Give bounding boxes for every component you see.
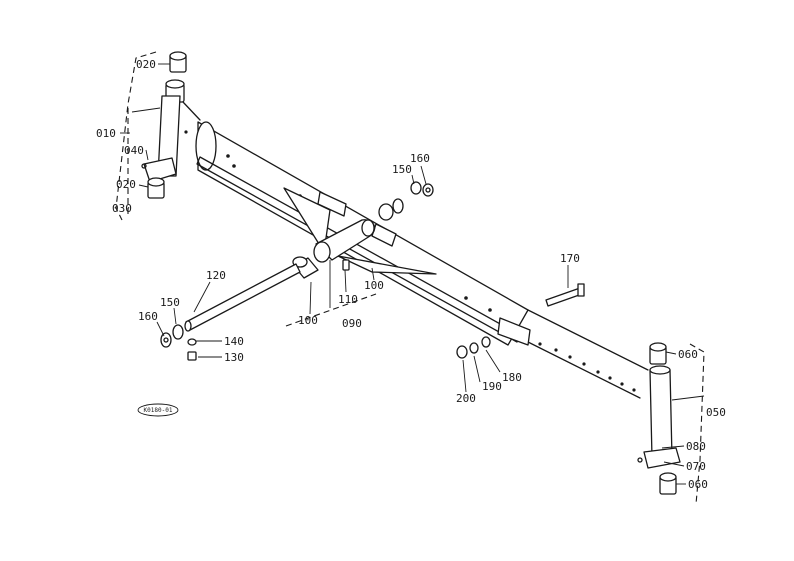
- label-090: 090: [342, 317, 362, 330]
- label-100-left: 100: [298, 314, 318, 327]
- shaft-120: [184, 263, 301, 332]
- label-070: 070: [686, 460, 706, 473]
- label-120: 120: [206, 269, 226, 282]
- label-170: 170: [560, 252, 580, 265]
- label-040: 040: [124, 144, 144, 157]
- leader-lines: [120, 63, 705, 485]
- part-labels: 020 010 040 020 030 150 160 170 120 150 …: [96, 58, 726, 491]
- label-130: 130: [224, 351, 244, 364]
- label-060-bottom: 060: [688, 478, 708, 491]
- washer-group-top: [392, 181, 434, 214]
- diagram-stamp: K0180-01: [137, 403, 179, 417]
- label-140: 140: [224, 335, 244, 348]
- right-kingpin-assembly: [637, 342, 681, 495]
- pivot-bracket: [283, 187, 437, 275]
- label-020-bottom: 020: [116, 178, 136, 191]
- bush-100: [292, 256, 319, 279]
- label-180: 180: [502, 371, 522, 384]
- label-050: 050: [706, 406, 726, 419]
- pin-110: [342, 259, 350, 271]
- washer-group-left: [160, 324, 197, 361]
- stamp-code: K0180-01: [144, 407, 173, 414]
- label-080: 080: [686, 440, 706, 453]
- dashed-brackets: [115, 51, 705, 505]
- label-020-top: 020: [136, 58, 156, 71]
- label-160-left: 160: [138, 310, 158, 323]
- label-200: 200: [456, 392, 476, 405]
- label-110: 110: [338, 293, 358, 306]
- label-010: 010: [96, 127, 116, 140]
- main-axle-beam: [174, 101, 649, 399]
- label-150-left: 150: [160, 296, 180, 309]
- label-150-top: 150: [392, 163, 412, 176]
- label-100-right: 100: [364, 279, 384, 292]
- label-030: 030: [112, 202, 132, 215]
- beam-holes: [174, 126, 636, 392]
- bolt-170: [545, 283, 585, 307]
- label-190: 190: [482, 380, 502, 393]
- label-160-top: 160: [410, 152, 430, 165]
- label-060-top: 060: [678, 348, 698, 361]
- washer-group-bottom: [456, 336, 491, 359]
- left-kingpin-assembly: [141, 51, 187, 199]
